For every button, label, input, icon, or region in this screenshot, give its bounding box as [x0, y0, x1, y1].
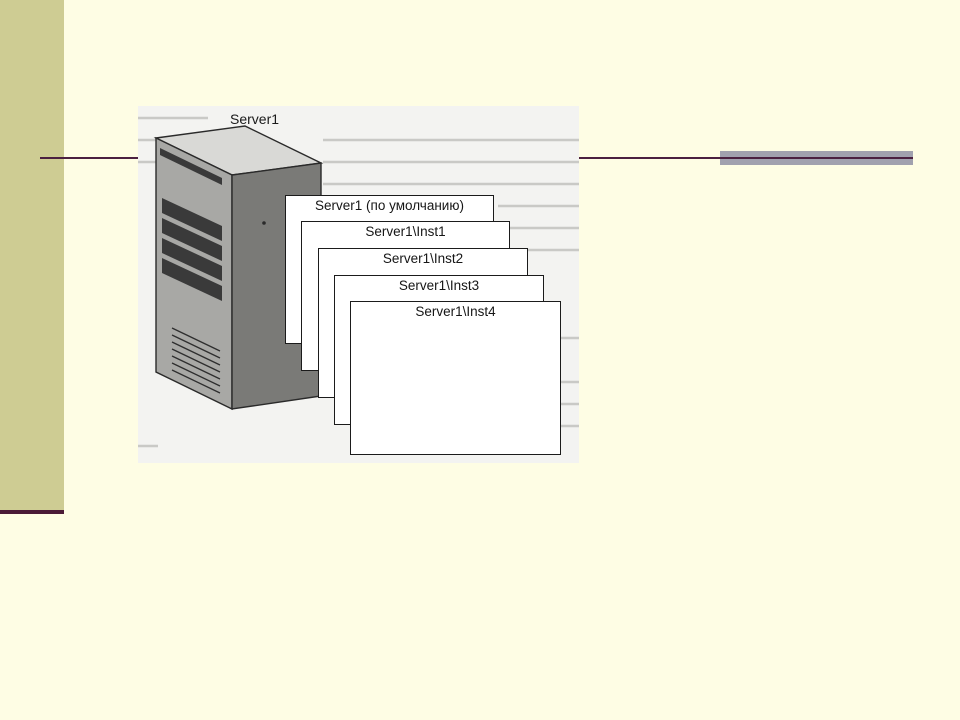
sidebar-edge: [0, 510, 64, 514]
server-label: Server1: [230, 111, 280, 127]
title-rule-accent: [720, 151, 913, 165]
instance-box-inst4: Server1\Inst4: [350, 301, 561, 455]
server-instances-figure: Server1 Server1 (по умолчанию) Server1\I…: [138, 106, 579, 463]
background-text-lines: [138, 116, 579, 448]
slide-sidebar: [0, 0, 64, 510]
figure-artwork: [138, 116, 579, 448]
server-tower-icon: [153, 125, 324, 411]
